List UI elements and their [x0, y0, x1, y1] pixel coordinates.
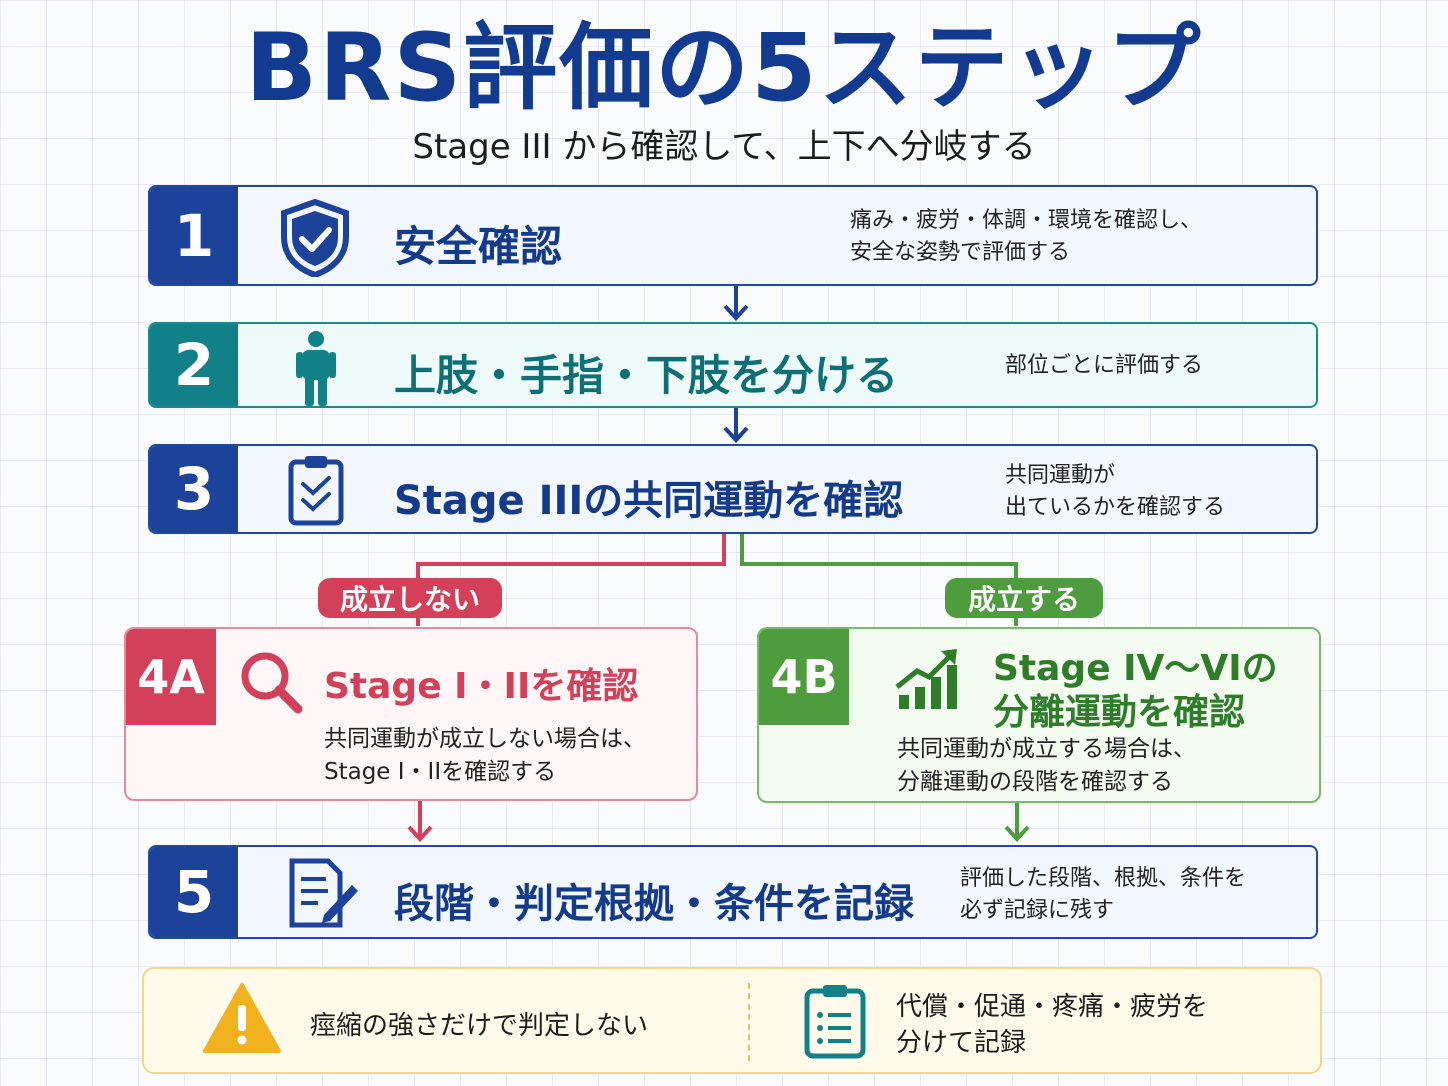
step-2-label: 上肢・手指・下肢を分ける: [394, 351, 899, 400]
arrow-4b-5: [1004, 803, 1030, 842]
step-4a-tag: 4A: [126, 629, 216, 725]
step-3-label: Stage IIIの共同運動を確認: [394, 478, 904, 524]
magnifier-icon: [238, 649, 304, 719]
page-subtitle: Stage III から確認して、上下へ分岐する: [412, 127, 1036, 167]
note-left-text: 痙縮の強さだけで判定しない: [310, 1011, 649, 1041]
growth-chart-icon: [895, 647, 965, 717]
notes-divider: [748, 983, 750, 1061]
step-2-desc: 部位ごとに評価する: [1005, 353, 1204, 378]
step-4b-label-line1: Stage IV〜VIの: [993, 648, 1278, 689]
step-3-desc: 共同運動が 出ているかを確認する: [1005, 463, 1226, 520]
step-5-desc: 評価した段階、根拠、条件を 必ず記録に残す: [960, 866, 1247, 923]
step-1-number: 1: [150, 187, 238, 284]
step-5-number: 5: [150, 847, 238, 937]
step-4a-label: Stage I・IIを確認: [324, 666, 639, 707]
warning-icon: [202, 981, 282, 1059]
step-1-desc: 痛み・疲労・体調・環境を確認し、 安全な姿勢で評価する: [850, 208, 1203, 265]
arrow-1-2: [723, 286, 749, 321]
step-4b-label-line2: 分離運動を確認: [993, 692, 1246, 733]
step-4b-tag: 4B: [759, 629, 849, 725]
step-4a-box: 4A Stage I・IIを確認 共同運動が成立しない場合は、 Stage I・…: [124, 627, 698, 801]
note-right-text: 代償・促通・疼痛・疲労を 分けて記録: [896, 992, 1209, 1058]
branch-yes-pill: 成立する: [945, 578, 1103, 618]
arrow-2-3: [723, 408, 749, 443]
person-icon: [296, 330, 336, 406]
step-4b-box: 4B Stage IV〜VIの 分離運動を確認 共同運動が成立する場合は、 分離…: [757, 627, 1321, 803]
step-3-number: 3: [150, 446, 238, 532]
step-5-box: 5 段階・判定根拠・条件を記録 評価した段階、根拠、条件を 必ず記録に残す: [148, 845, 1318, 939]
document-pen-icon: [288, 857, 360, 933]
branch-connectors: [416, 534, 1018, 626]
clipboard-check-icon: [288, 454, 344, 530]
arrow-4a-5: [407, 801, 433, 842]
page-title: BRS評価の5ステップ: [245, 14, 1203, 123]
checklist-icon: [804, 983, 866, 1063]
step-5-label: 段階・判定根拠・条件を記録: [394, 881, 914, 927]
step-4a-desc: 共同運動が成立しない場合は、 Stage I・IIを確認する: [324, 726, 646, 785]
step-1-box: 1 安全確認 痛み・疲労・体調・環境を確認し、 安全な姿勢で評価する: [148, 185, 1318, 286]
step-1-label: 安全確認: [394, 222, 563, 271]
step-4b-desc: 共同運動が成立する場合は、 分離運動の段階を確認する: [897, 736, 1196, 795]
step-2-box: 2 上肢・手指・下肢を分ける 部位ごとに評価する: [148, 322, 1318, 408]
branch-no-pill: 成立しない: [318, 578, 502, 618]
shield-check-icon: [280, 198, 350, 281]
step-2-number: 2: [150, 324, 238, 406]
step-3-box: 3 Stage IIIの共同運動を確認 共同運動が 出ているかを確認する: [148, 444, 1318, 534]
notes-box: 痙縮の強さだけで判定しない 代償・促通・疼痛・疲労を 分けて記録: [142, 967, 1322, 1074]
